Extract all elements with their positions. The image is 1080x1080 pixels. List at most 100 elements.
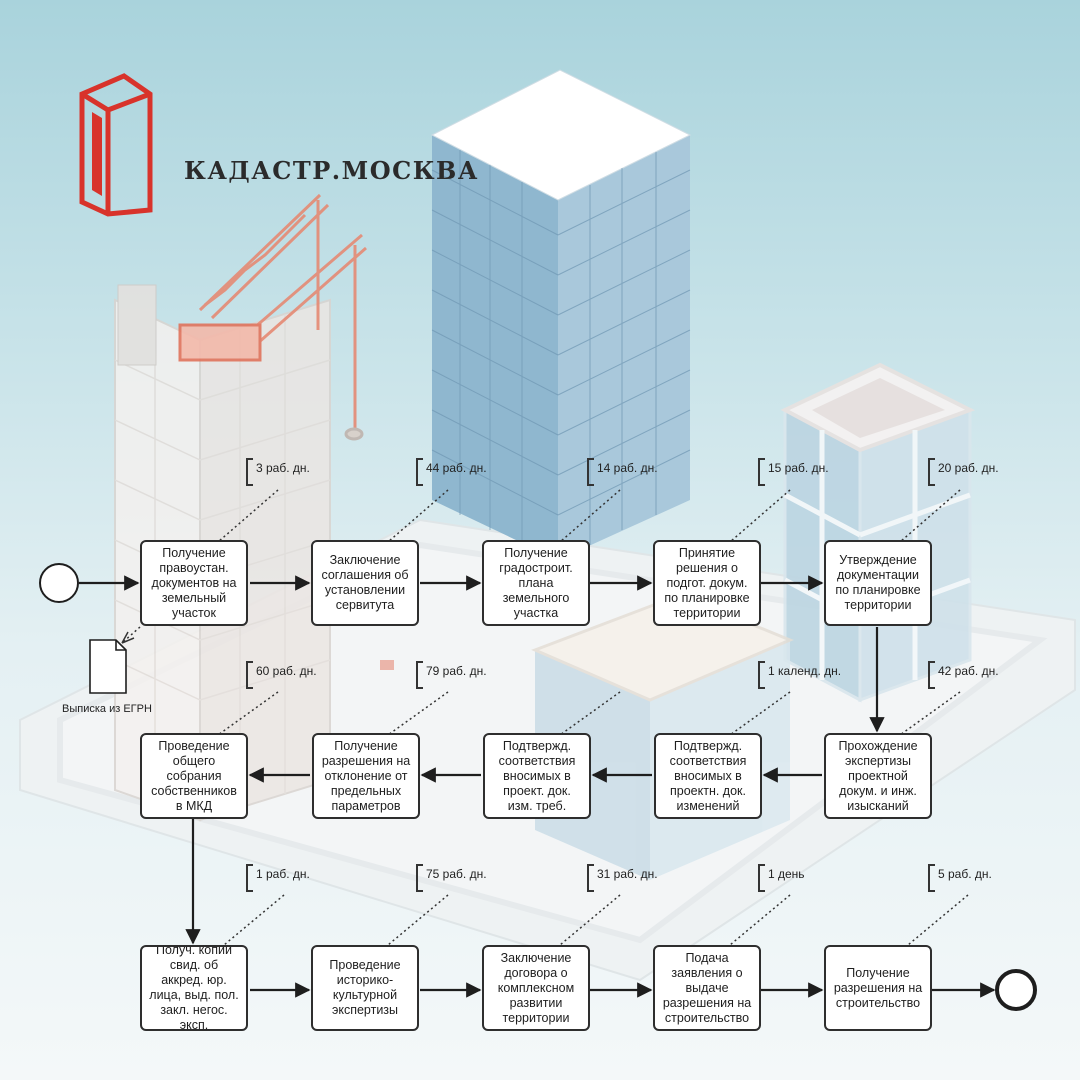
document-icon [89,639,127,694]
step-text-line: Подтвержд. [502,738,572,753]
step-text-line: Получение [334,738,398,753]
step-text-line: в МКД [175,798,213,813]
step-text-line: экспертизы [844,753,912,768]
step-text-line: свид. об [169,958,219,972]
step-text-line: Принятие [678,545,736,560]
step-13-duration: 31 раб. дн. [587,864,658,892]
step-text-line: собрания [166,768,222,783]
step-text-line: аккред. юр. [161,973,227,987]
brand-name: КАДАСТР.МОСКВА [184,156,479,185]
step-text-line: развитии [509,995,563,1010]
step-text-line: соответствия [498,753,576,768]
step-text-line: участок [172,605,216,620]
step-4-duration: 15 раб. дн. [758,458,829,486]
step-text-line: экспертизы [331,1003,399,1017]
step-text-line: документации [836,568,920,582]
step-text-line: строительство [664,1010,750,1025]
step-text-line: историко- [336,973,394,987]
step-text-line: договора о [504,965,568,980]
step-text-line: общего [172,753,216,768]
step-6-duration: 42 раб. дн. [928,661,999,689]
step-text-line: изысканий [847,798,909,813]
step-text-line: решения о [676,560,738,575]
step-10-duration: 60 раб. дн. [246,661,317,689]
step-text-line: территории [673,605,741,620]
step-text-line: проект. док. [503,783,571,798]
step-text-line: Получение [504,545,568,560]
step-text-line: участка [513,605,559,620]
step-text-line: эксп. [179,1018,209,1031]
step-5-duration: 20 раб. дн. [928,458,999,486]
step-text-line: Проведение [329,958,401,972]
step-text-line: докум. и инж. [839,783,917,798]
step-text-line: Прохождение [838,738,918,753]
step-text-line: строительство [835,995,921,1010]
annotation-lines [121,489,969,946]
step-text-line: предельных [330,783,402,798]
step-text-line: территории [844,598,912,612]
start-event [39,563,79,603]
step-text-line: плана [518,575,554,590]
step-text-line: Утверждение [839,553,917,567]
step-1-duration: 3 раб. дн. [246,458,310,486]
end-event [995,969,1037,1011]
step-text-line: проектн. док. [669,783,746,798]
step-text-line: параметров [331,798,401,813]
step-text-line: земельного [502,590,570,605]
step-text-line: подгот. докум. [666,575,748,590]
step-text-line: Получение [846,965,910,980]
step-text-line: Получение [162,545,226,560]
step-text-line: соглашения об [321,568,409,582]
step-text-line: Проведение [158,738,230,753]
step-text-line: лица, выд. пол. [149,988,239,1002]
step-text-line: закл. негос. [160,1003,228,1017]
step-text-line: разрешения на [321,753,411,768]
step-text-line: по планировке [835,583,921,597]
step-text-line: выдаче [685,980,729,995]
step-12-duration: 75 раб. дн. [416,864,487,892]
step-text-line: разрешения на [833,980,923,995]
step-2-duration: 44 раб. дн. [416,458,487,486]
step-text-line: культурной [332,988,398,1002]
step-11-duration: 1 раб. дн. [246,864,310,892]
step-text-line: проектной [848,768,908,783]
step-text-line: вносимых в [674,768,742,783]
step-text-line: Заключение [329,553,401,567]
step-text-line: правоустан. [159,560,229,575]
construction-crane [178,193,367,441]
step-text-line: градостроит. [499,560,573,575]
step-text-line: Подтвержд. [673,738,743,753]
logo-icon [79,73,153,217]
glass-tower [430,69,692,560]
step-text-line: изменений [676,798,740,813]
step-9-duration: 79 раб. дн. [416,661,487,689]
